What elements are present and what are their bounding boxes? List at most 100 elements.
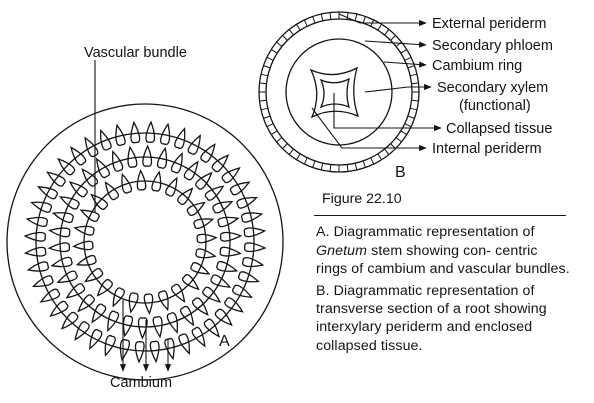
caption-a: A. Diagrammatic representation of Gnetum… [316,223,570,278]
diagram-a-gnetum-stem [6,103,284,381]
secondary-phloem-pointer [364,40,427,48]
vascular-bundle [69,146,87,166]
periderm-cell-wall [346,164,349,172]
vascular-bundle [191,297,209,316]
vascular-bundle [159,122,171,146]
vascular-bundle [128,292,139,314]
vascular-bundle [104,181,120,201]
collapsed-tissue-outline [319,77,351,109]
caption-b: B. Diagrammatic representation of transv… [316,282,547,354]
secondary-phloem-label: Secondary phloem [432,38,553,54]
periderm-cell-wall [263,65,271,69]
vascular-bundle [196,233,218,244]
diagram-b-letter: B [395,164,406,181]
caption-divider [314,215,566,217]
vascular-bundle [57,157,76,176]
vascular-bundle [151,170,162,192]
external-periderm-label: External periderm [432,16,546,32]
caption-a-genus: Gnetum [316,242,368,259]
internal-periderm-outline [309,66,360,119]
vascular-bundle [49,300,69,318]
vascular-bundle [187,134,201,155]
vascular-bundle [142,144,153,167]
vascular-bundle [200,143,216,163]
periderm-cell-wall [312,16,316,24]
vascular-bundle [243,227,267,238]
vascular-bundle [51,212,74,223]
vascular-bundle [152,316,163,339]
vascular-bundle [241,256,265,268]
external-periderm-pointer [338,13,427,27]
periderm-cell-wall [260,107,268,111]
vascular-bundle [91,303,107,324]
periderm-cell-wall [295,153,301,160]
vascular-bundle [107,310,120,332]
periderm-cell-wall [354,163,358,171]
vascular-bundle [237,271,260,283]
vascular-bundle [112,287,125,308]
internal-periderm-label: Internal periderm [432,141,542,157]
periderm-cell-wall [346,12,349,20]
vascular-bundle [203,318,221,338]
vascular-bundle [145,120,156,143]
vascular-bundle [32,275,54,287]
periderm-cell-wall [329,164,332,172]
vascular-bundle [84,267,104,283]
periderm-cell-wall [276,41,283,47]
periderm-cell-wall [404,56,412,61]
vascular-bundle [136,169,147,191]
figure-caption: Figure 22.10 A. Diagrammatic representat… [314,190,570,358]
cambium-ring-label: Cambium ring [432,58,522,74]
vascular-bundle [73,225,95,236]
vascular-bundle [214,308,233,327]
secondary-xylem-functional-label: (functional) [459,98,531,114]
vascular-bundle [221,166,241,184]
vascular-bundle [193,218,215,229]
periderm-cell-wall [329,12,332,20]
vascular-bundle [170,283,186,303]
periderm-cell-wall [266,56,274,61]
diagram-a-pointers [94,60,172,372]
vascular-bundle [23,246,47,257]
vascular-bundle [219,231,243,242]
periderm-cell-wall [312,160,316,168]
vascular-bundle [25,216,49,228]
periderm-cell-wall [288,29,294,36]
periderm-cell-wall [320,13,324,21]
vascular-bundle [74,321,90,341]
vascular-bundle [46,171,66,187]
vascular-bundle [166,312,179,334]
vascular-bundle [183,160,199,181]
vascular-bundle [100,129,112,151]
periderm-cell-wall [266,123,274,128]
vascular-bundle [182,274,200,291]
diagram-b-root-section [258,11,420,173]
periderm-cell-wall [384,29,390,36]
vascular-bundle [111,150,124,172]
cambium-ring-outer [35,132,255,352]
vascular-bundle [195,171,213,190]
periderm-cell-wall [407,65,415,69]
periderm-cell-wall [263,115,271,119]
periderm-cell-wall [320,163,324,171]
vascular-bundle [39,288,61,303]
vascular-bundle [179,305,195,327]
periderm-cell-wall [303,157,308,165]
vascular-bundle [121,172,132,194]
periderm-cell-wall [377,24,383,31]
vascular-bundle [72,240,94,251]
vascular-bundle [89,329,103,350]
vascular-bundle [48,227,71,238]
vascular-bundle [77,294,95,313]
periderm-cell-wall [271,48,278,54]
periderm-cell-wall [407,115,415,119]
vascular-bundle [127,145,138,168]
vascular-bundle [75,255,97,266]
collapsed-tissue-pointer [333,93,442,132]
vascular-bundle [37,186,58,200]
periderm-cell-wall [282,143,288,149]
vascular-bundle [156,146,168,169]
cambium-ring-middle [59,156,231,328]
cambium-ring-pointer [383,61,427,68]
